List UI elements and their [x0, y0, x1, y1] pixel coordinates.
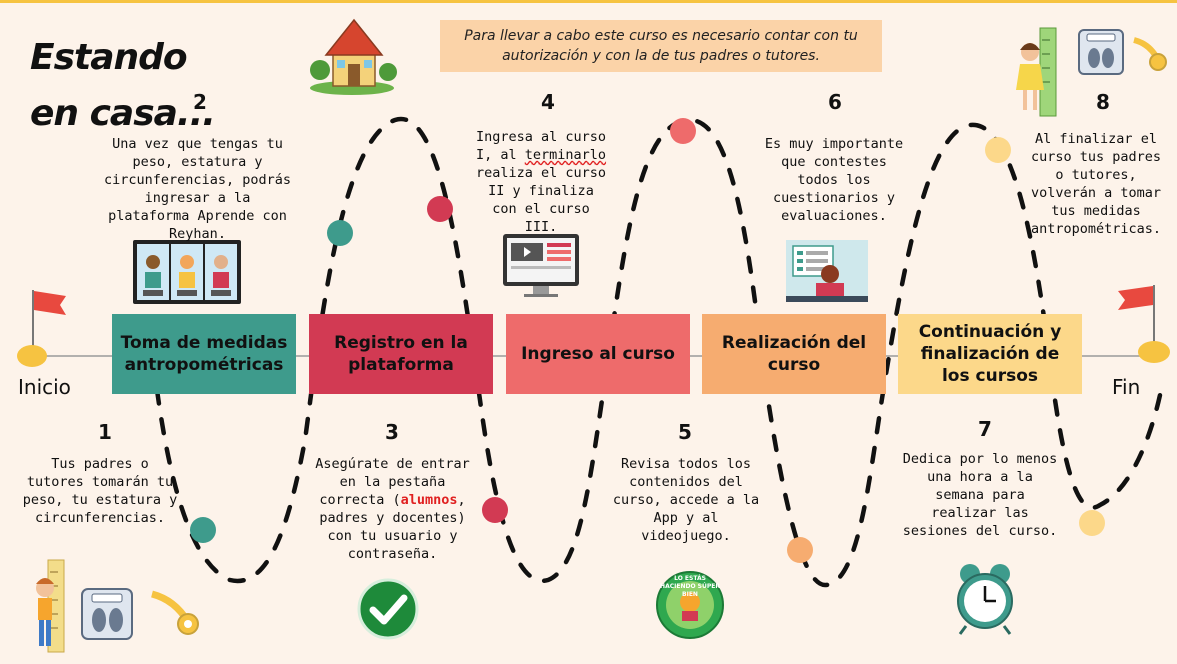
step-text-4: Ingresa al curso I, al terminarlo realiz… — [472, 128, 610, 236]
start-label: Inicio — [18, 375, 71, 399]
step-text-3-before: Asegúrate de entrar en la pestaña correc… — [315, 456, 470, 508]
end-flag-icon — [1118, 285, 1170, 363]
step-number-8: 8 — [1096, 90, 1110, 114]
step-text-4-before: Ingresa al curso I, al — [475, 129, 607, 163]
wave-dot-teal-upper — [327, 220, 353, 246]
student-at-computer-icon — [786, 240, 868, 302]
stage-box-3: Ingreso al curso — [506, 314, 690, 394]
wave-dot-crimson-upper — [427, 196, 453, 222]
step-text-4-underline: terminarlo — [524, 147, 607, 163]
wave-dot-yellow-lower — [1079, 510, 1105, 536]
step-text-2: Una vez que tengas tu peso, estatura y c… — [104, 136, 291, 242]
step-text-7: Dedica por lo menos una hora a la semana… — [902, 451, 1058, 539]
notice-box: Para llevar a cabo este curso es necesar… — [440, 20, 882, 72]
page-title: Estando en casa... — [30, 37, 216, 134]
step-number-5: 5 — [678, 420, 692, 444]
step-number-7: 7 — [978, 417, 992, 441]
step-text-8: Al finalizar el curso tus padres o tutor… — [1030, 131, 1162, 237]
tape-measure-icon — [150, 590, 199, 635]
weight-scale-icon-top — [1078, 29, 1124, 75]
wave-dot-crimson-lower — [482, 497, 508, 523]
alarm-clock-icon — [957, 564, 1013, 635]
stage-label-3: Ingreso al curso — [521, 344, 675, 364]
child-height-ruler-icon — [36, 559, 65, 653]
step-text-3: Asegúrate de entrar en la pestaña correc… — [310, 455, 475, 563]
step-number-2: 2 — [193, 90, 207, 114]
step-text-4-after: realiza el curso II y finaliza con el cu… — [475, 165, 607, 235]
step-number-3: 3 — [385, 420, 399, 444]
stage-label-5: Continuación y finalización de los curso… — [918, 322, 1062, 386]
wave-dot-coral — [670, 118, 696, 144]
stage-box-2: Registro en la plataforma — [309, 314, 493, 394]
wave-dot-teal-lower — [190, 517, 216, 543]
stage-box-1: Toma de medidas antropométricas — [112, 314, 296, 394]
start-flag-icon — [17, 290, 66, 367]
top-accent-bar — [0, 0, 1177, 3]
stage-box-5: Continuación y finalización de los curso… — [898, 314, 1082, 394]
step-number-4: 4 — [541, 90, 555, 114]
monitor-video-icon — [503, 234, 579, 297]
step-text-6: Es muy importante que contestes todos lo… — [764, 136, 904, 224]
well-done-badge-icon — [656, 571, 724, 639]
stage-label-4: Realización del curso — [721, 333, 867, 375]
stage-box-4: Realización del curso — [702, 314, 886, 394]
stage-label-1: Toma de medidas antropométricas — [120, 333, 288, 375]
step-text-3-after: , padres y docentes) con tu usuario y co… — [319, 492, 466, 562]
weight-scale-icon — [81, 588, 133, 640]
child-height-ruler-icon-top — [1016, 27, 1057, 117]
step-number-6: 6 — [828, 90, 842, 114]
step-text-5: Revisa todos los contenidos del curso, a… — [612, 456, 760, 544]
badge-caption: LO ESTÁS HACIENDO SÚPER BIEN — [660, 575, 720, 598]
step-text-3-highlight: alumnos — [400, 492, 458, 508]
video-call-icon — [133, 240, 241, 304]
step-text-1: Tus padres o tutores tomarán tu peso, tu… — [22, 456, 178, 526]
tape-measure-icon-top — [1133, 37, 1167, 71]
wave-dot-yellow-upper — [985, 137, 1011, 163]
notice-text: Para llevar a cabo este curso es necesar… — [464, 28, 858, 64]
end-label: Fin — [1112, 375, 1141, 399]
wave-dot-orange — [787, 537, 813, 563]
house-icon — [310, 18, 397, 95]
stage-label-2: Registro en la plataforma — [334, 333, 468, 375]
step-number-1: 1 — [98, 420, 112, 444]
check-circle-icon — [357, 578, 419, 640]
